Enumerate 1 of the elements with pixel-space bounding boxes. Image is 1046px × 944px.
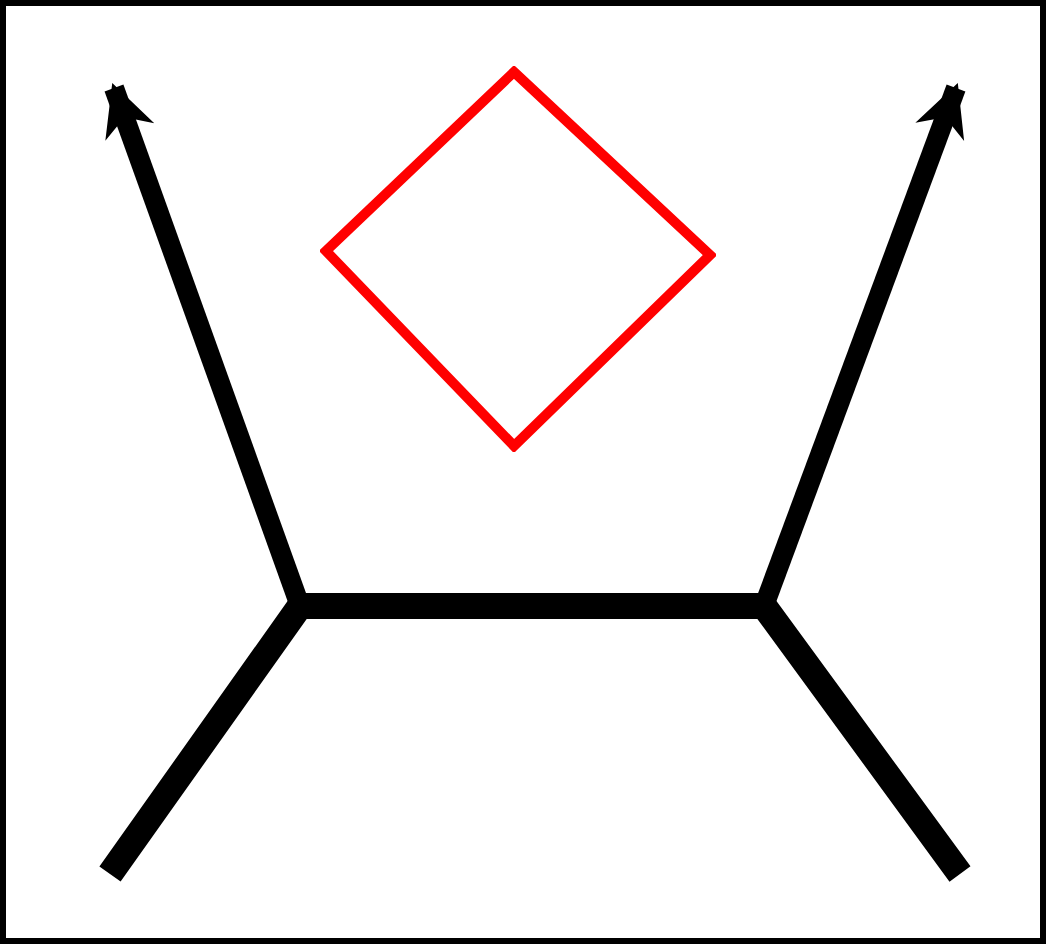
diamond-shape [320, 66, 716, 452]
